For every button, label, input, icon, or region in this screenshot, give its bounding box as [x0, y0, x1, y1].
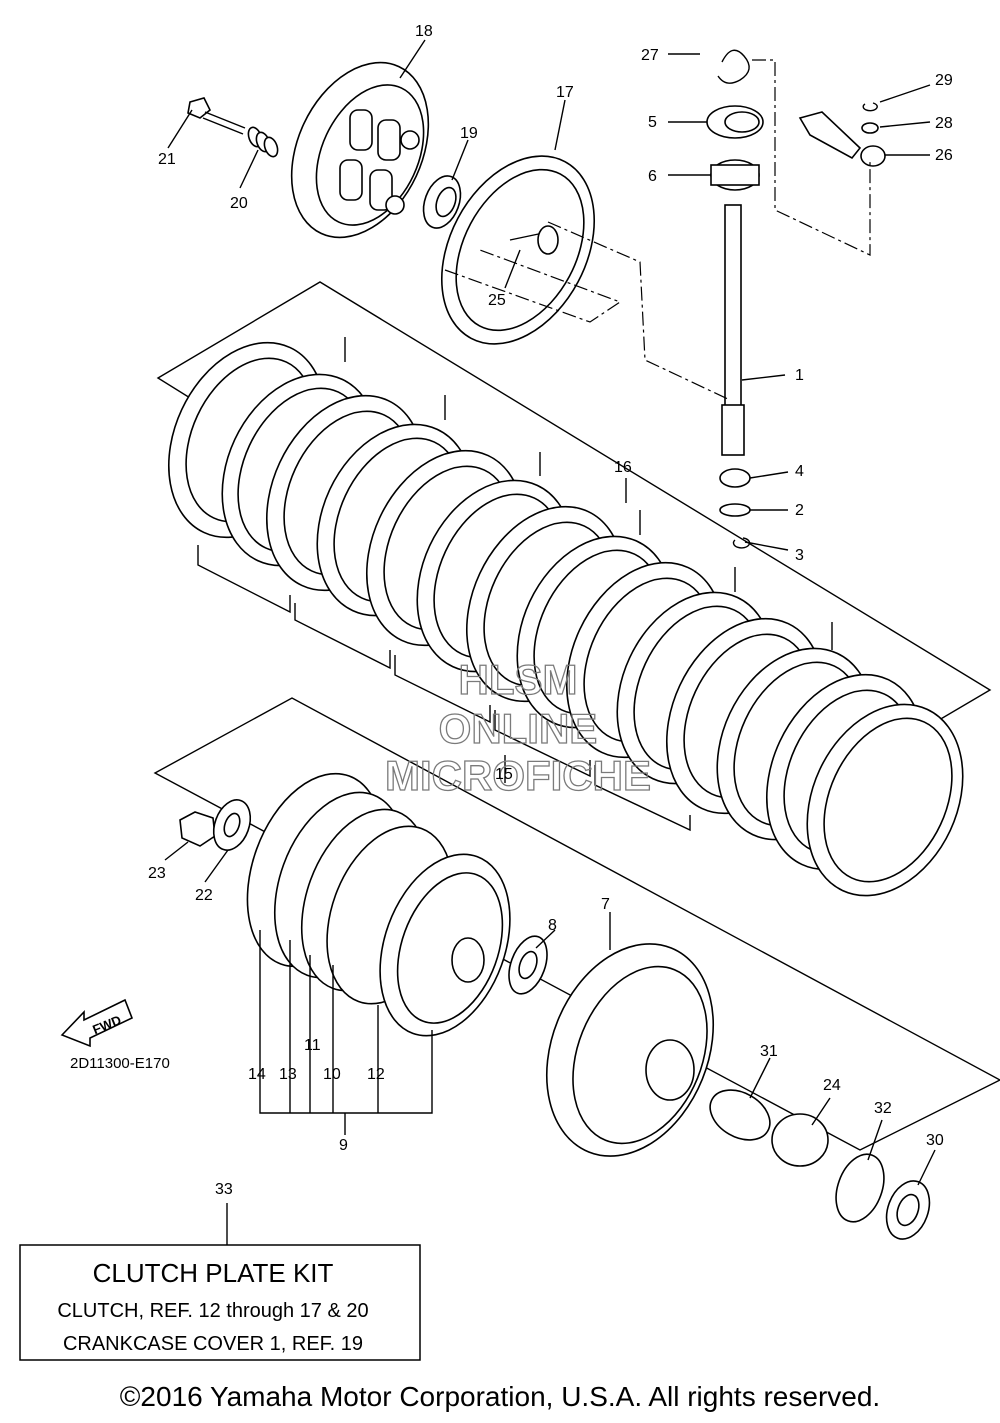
callout-10: 10: [323, 1066, 341, 1083]
callout-15: 15: [495, 766, 513, 783]
callout-5: 5: [648, 114, 657, 131]
push-rod-assembly: [706, 49, 764, 549]
callout-2: 2: [795, 502, 804, 519]
callout-18: 18: [415, 23, 433, 40]
callout-27: 27: [641, 47, 659, 64]
callout-16: 16: [614, 459, 632, 476]
callout-11: 11: [304, 1037, 321, 1054]
callout-29: 29: [935, 72, 953, 89]
callout-leaders: [164, 39, 936, 1245]
callout-33: 33: [215, 1181, 233, 1198]
callout-9: 9: [339, 1137, 348, 1154]
pressure-plate: [290, 61, 430, 239]
callout-24: 24: [823, 1077, 841, 1094]
callout-12: 12: [367, 1066, 385, 1083]
callout-30: 30: [926, 1132, 944, 1149]
callout-4: 4: [795, 463, 804, 480]
callout-8: 8: [548, 917, 557, 934]
callout-21: 21: [158, 151, 176, 168]
callout-31: 31: [760, 1043, 778, 1060]
callout-1: 1: [795, 367, 804, 384]
callout-23: 23: [148, 865, 166, 882]
fwd-arrow-icon: FWD: [60, 998, 134, 1048]
callout-numbers: 1 2 3 4 5 6 7 8 9 10 11 12 13 14 15 16 1…: [148, 23, 953, 1198]
watermark: HLSM ONLINE MICROFICHE: [384, 655, 651, 799]
watermark-line-2: ONLINE: [439, 705, 598, 752]
callout-32: 32: [874, 1100, 892, 1117]
bolt-and-spring: [187, 97, 279, 158]
kit-title: CLUTCH PLATE KIT: [93, 1258, 334, 1288]
kit-line-2: CRANKCASE COVER 1, REF. 19: [63, 1333, 363, 1355]
callout-7: 7: [601, 896, 610, 913]
callout-3: 3: [795, 547, 804, 564]
callout-25: 25: [488, 292, 506, 309]
callout-28: 28: [935, 115, 953, 132]
kit-line-1: CLUTCH, REF. 12 through 17 & 20: [57, 1300, 368, 1322]
clutch-plate-stack: [156, 281, 992, 897]
friction-plate-17: [440, 155, 596, 345]
callout-6: 6: [648, 168, 657, 185]
bearing-19: [422, 175, 462, 229]
callout-14: 14: [248, 1066, 266, 1083]
watermark-line-3: MICROFICHE: [385, 752, 651, 799]
callout-19: 19: [460, 125, 478, 142]
callout-26: 26: [935, 147, 953, 164]
callout-22: 22: [195, 887, 213, 904]
copyright-footer: ©2016 Yamaha Motor Corporation, U.S.A. A…: [120, 1381, 880, 1412]
clutch-boss-assembly: [153, 697, 1000, 1240]
callout-17: 17: [556, 84, 574, 101]
clutch-plate-kit-box: CLUTCH PLATE KIT CLUTCH, REF. 12 through…: [19, 1244, 421, 1361]
dashed-leaders: [444, 59, 871, 401]
callout-13: 13: [279, 1066, 297, 1083]
diagram-code: 2D11300-E170: [70, 1055, 170, 1072]
watermark-line-1: HLSM: [459, 656, 578, 703]
clutch-lever: [798, 102, 886, 167]
callout-20: 20: [230, 195, 248, 212]
